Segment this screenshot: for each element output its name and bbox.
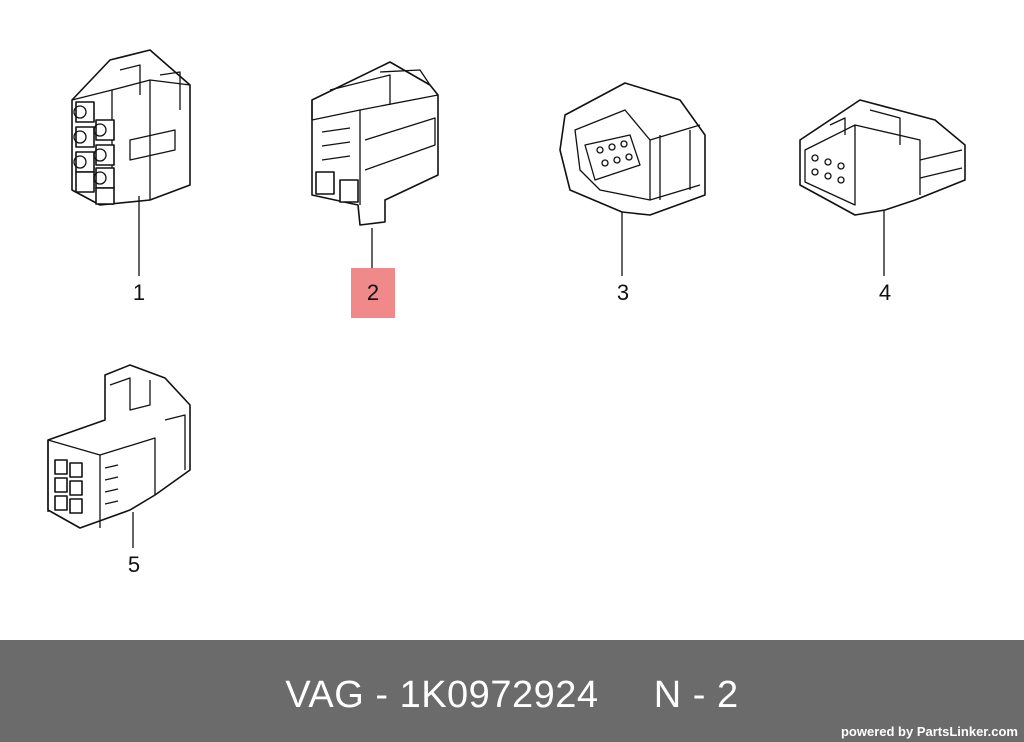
part-number-title: VAG - 1K0972924 N - 2 bbox=[285, 674, 739, 716]
connector-part-4[interactable] bbox=[799, 99, 966, 276]
footer-bar bbox=[0, 640, 1024, 742]
callout-2[interactable]: 2 bbox=[351, 268, 395, 318]
callout-5[interactable]: 5 bbox=[127, 552, 141, 577]
parts-diagram: 1 2 3 4 5 bbox=[47, 49, 966, 577]
connector-part-5[interactable] bbox=[47, 364, 191, 548]
connector-part-2[interactable] bbox=[311, 61, 439, 268]
connector-drawings bbox=[47, 49, 966, 548]
connector-part-3[interactable] bbox=[559, 82, 706, 276]
partslinker-credit[interactable]: powered by PartsLinker.com bbox=[840, 724, 1018, 739]
callout-4[interactable]: 4 bbox=[878, 280, 892, 305]
connector-part-1[interactable] bbox=[71, 49, 191, 276]
callout-1[interactable]: 1 bbox=[132, 280, 146, 305]
callout-3[interactable]: 3 bbox=[616, 280, 630, 305]
